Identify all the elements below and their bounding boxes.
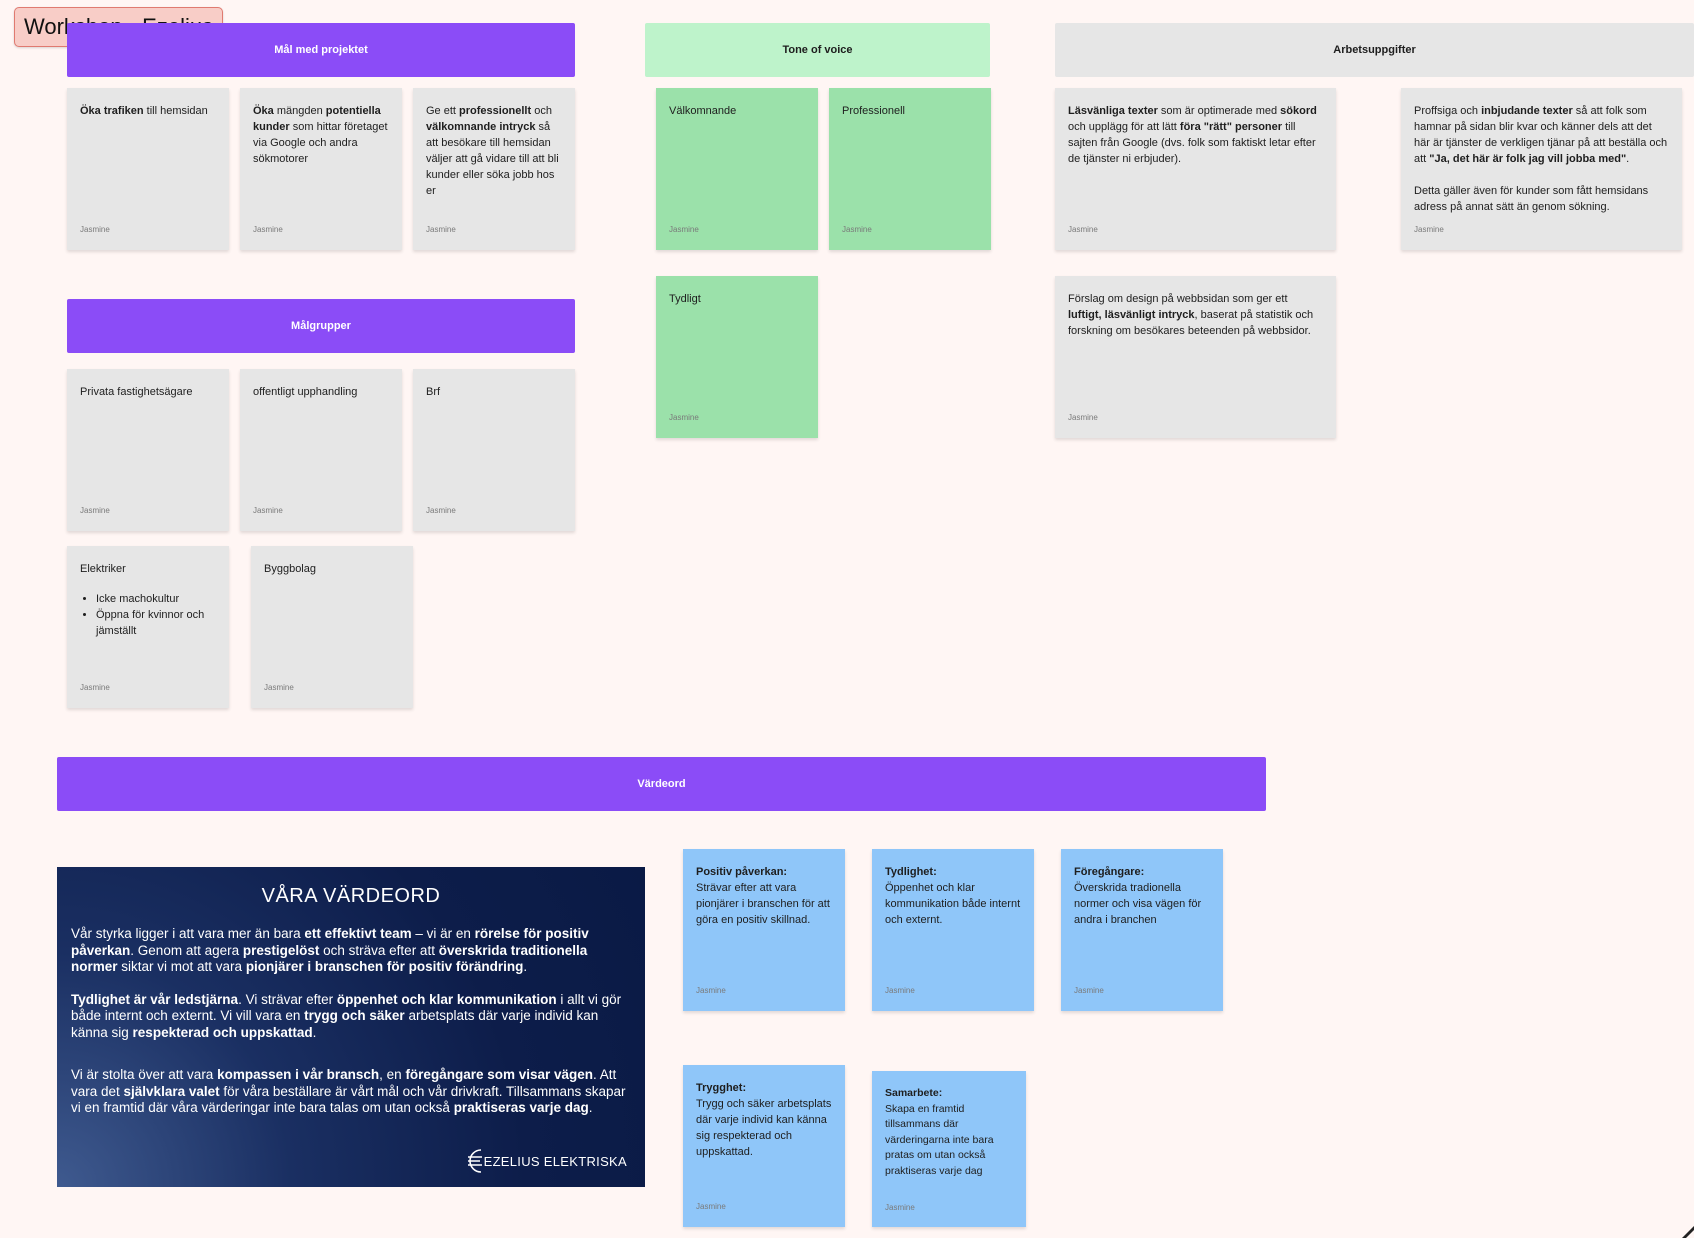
note-text: Byggbolag xyxy=(264,563,316,575)
values-paragraph: Vår styrka ligger i att vara mer än bara… xyxy=(71,926,589,974)
note-author: Jasmine xyxy=(696,1202,726,1211)
sticky-note[interactable]: offentligt upphandling Jasmine xyxy=(240,369,402,531)
sticky-note[interactable]: Tydlighet:Öppenhet och klar kommunikatio… xyxy=(872,849,1034,1011)
note-text: Läsvänliga texter som är optimerade med … xyxy=(1068,105,1317,165)
note-text: Välkomnande xyxy=(669,105,737,117)
values-panel[interactable]: VÅRA VÄRDEORD Vår styrka ligger i att va… xyxy=(57,867,645,1187)
sticky-note[interactable]: Läsvänliga texter som är optimerade med … xyxy=(1055,88,1336,250)
note-text: Öka mängden potentiella kunder som hitta… xyxy=(253,105,388,165)
sticky-note[interactable]: Positiv påverkan:Strävar efter att vara … xyxy=(683,849,845,1011)
section-header-mal[interactable]: Mål med projektet xyxy=(67,23,575,77)
note-author: Jasmine xyxy=(253,225,283,234)
note-text: Öka trafiken till hemsidan xyxy=(80,105,208,117)
bullet-item: Öppna för kvinnor och jämställt xyxy=(96,607,216,639)
bullet-item: Icke machokultur xyxy=(96,591,216,607)
note-text: Proffsiga och inbjudande texter så att f… xyxy=(1414,105,1668,165)
pencil-icon[interactable] xyxy=(1678,1222,1694,1238)
note-text: Förslag om design på webbsidan som ger e… xyxy=(1068,293,1314,337)
note-text: Föregångare:Överskrida tradionella norme… xyxy=(1074,866,1202,926)
note-text: Tydlighet:Öppenhet och klar kommunikatio… xyxy=(885,866,1021,926)
note-author: Jasmine xyxy=(264,683,294,692)
note-author: Jasmine xyxy=(669,413,699,422)
sticky-note[interactable]: Professionell Jasmine xyxy=(829,88,991,250)
sticky-note[interactable]: Öka trafiken till hemsidan Jasmine xyxy=(67,88,229,250)
sticky-note[interactable]: Förslag om design på webbsidan som ger e… xyxy=(1055,276,1336,438)
sticky-note[interactable]: Öka mängden potentiella kunder som hitta… xyxy=(240,88,402,250)
sticky-note[interactable]: Proffsiga och inbjudande texter så att f… xyxy=(1401,88,1682,250)
note-bullet-list: Icke machokultur Öppna för kvinnor och j… xyxy=(80,591,216,639)
note-author: Jasmine xyxy=(80,506,110,515)
company-logo: EZELIUS ELEKTRISKA xyxy=(464,1147,627,1175)
note-author: Jasmine xyxy=(1068,225,1098,234)
note-author: Jasmine xyxy=(426,506,456,515)
note-author: Jasmine xyxy=(885,1202,915,1212)
note-author: Jasmine xyxy=(1074,986,1104,995)
sticky-note[interactable]: Brf Jasmine xyxy=(413,369,575,531)
values-heading: VÅRA VÄRDEORD xyxy=(261,885,441,907)
note-author: Jasmine xyxy=(253,506,283,515)
values-paragraph: Vi är stolta över att vara kompassen i v… xyxy=(71,1067,626,1115)
note-text: Trygghet:Trygg och säker arbetsplats där… xyxy=(696,1082,832,1158)
note-author: Jasmine xyxy=(669,225,699,234)
section-header-malgrupper[interactable]: Målgrupper xyxy=(67,299,575,353)
note-author: Jasmine xyxy=(80,683,110,692)
sticky-note[interactable]: Byggbolag Jasmine xyxy=(251,546,413,708)
note-author: Jasmine xyxy=(1414,225,1444,234)
note-text: Professionell xyxy=(842,105,905,117)
note-author: Jasmine xyxy=(1068,413,1098,422)
logo-mark-icon xyxy=(467,1149,482,1173)
sticky-note[interactable]: Välkomnande Jasmine xyxy=(656,88,818,250)
note-text: Tydligt xyxy=(669,293,701,305)
sticky-note[interactable]: Föregångare:Överskrida tradionella norme… xyxy=(1061,849,1223,1011)
logo-text: EZELIUS ELEKTRISKA xyxy=(483,1153,627,1169)
sticky-note[interactable]: Elektriker Icke machokultur Öppna för kv… xyxy=(67,546,229,708)
sticky-note[interactable]: Tydligt Jasmine xyxy=(656,276,818,438)
note-text: Brf xyxy=(426,386,441,398)
note-author: Jasmine xyxy=(80,225,110,234)
note-author: Jasmine xyxy=(842,225,872,234)
section-header-tone[interactable]: Tone of voice xyxy=(645,23,990,77)
section-header-vardeord[interactable]: Värdeord xyxy=(57,757,1266,811)
note-text: Positiv påverkan:Strävar efter att vara … xyxy=(696,866,830,926)
note-text: Elektriker xyxy=(80,563,126,575)
note-text: Privata fastighetsägare xyxy=(80,386,193,398)
sticky-note[interactable]: Ge ett professionellt och välkomnande in… xyxy=(413,88,575,250)
section-header-arbetsuppgifter[interactable]: Arbetsuppgifter xyxy=(1055,23,1694,77)
sticky-note[interactable]: Trygghet:Trygg och säker arbetsplats där… xyxy=(683,1065,845,1227)
note-text: offentligt upphandling xyxy=(253,386,358,398)
sticky-note[interactable]: Samarbete:Skapa en framtid tillsammans d… xyxy=(872,1071,1026,1227)
note-text: Ge ett professionellt och välkomnande in… xyxy=(426,105,559,197)
sticky-note[interactable]: Privata fastighetsägare Jasmine xyxy=(67,369,229,531)
note-text-2: Detta gäller även för kunder som fått he… xyxy=(1414,185,1649,213)
note-author: Jasmine xyxy=(426,225,456,234)
note-author: Jasmine xyxy=(696,986,726,995)
note-author: Jasmine xyxy=(885,986,915,995)
values-paragraph: Tydlighet är vår ledstjärna. Vi strävar … xyxy=(71,991,622,1040)
note-text: Samarbete:Skapa en framtid tillsammans d… xyxy=(885,1087,994,1177)
